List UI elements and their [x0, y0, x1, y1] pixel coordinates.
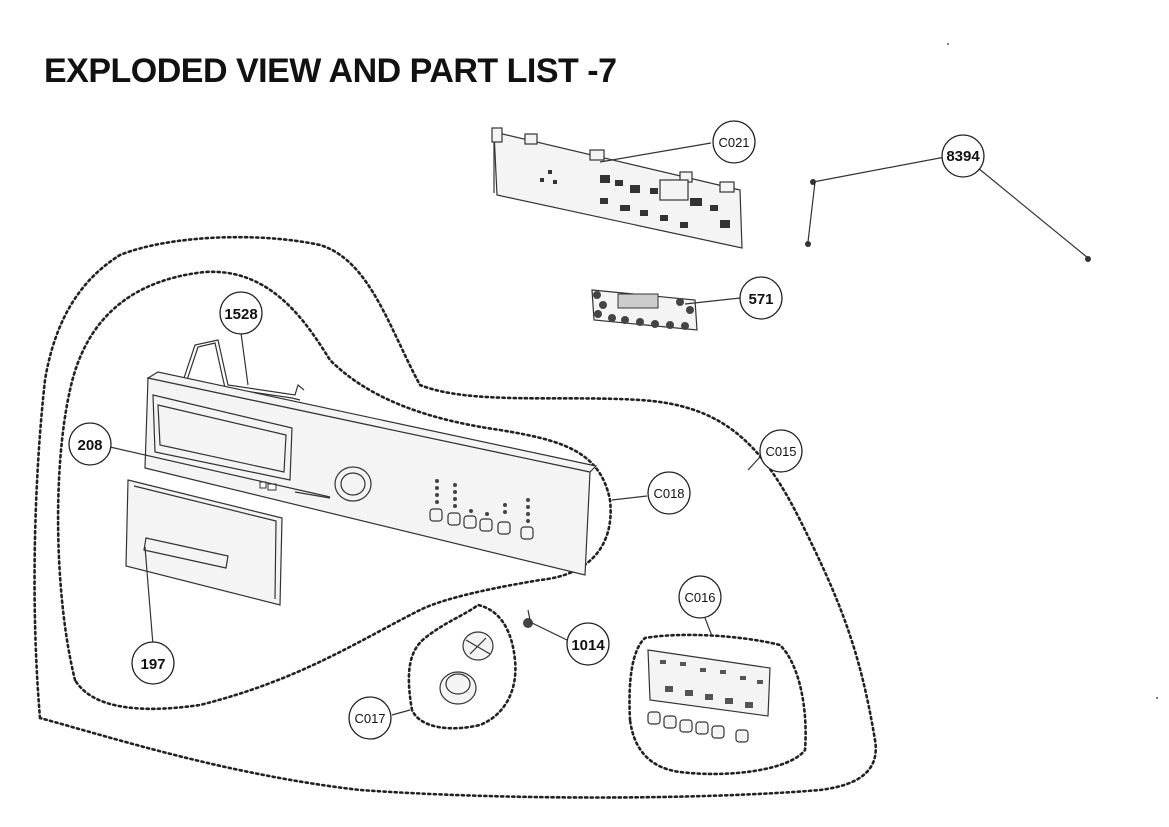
drawer-handle	[125, 479, 283, 606]
callout-c021: C021	[712, 120, 756, 164]
leader-lines	[109, 142, 761, 716]
wire-harness	[805, 156, 1091, 262]
callout-c017: C017	[348, 696, 392, 740]
group-boundary-c015	[33, 235, 878, 799]
callout-1528: 1528	[219, 291, 263, 335]
callout-c018: C018	[647, 471, 691, 515]
callout-label-c017: C017	[354, 711, 385, 726]
callout-1014: 1014	[566, 622, 610, 666]
group-boundary-c017	[407, 603, 517, 730]
callout-label-197: 197	[140, 656, 165, 673]
callout-label-1528: 1528	[224, 306, 257, 323]
callout-571: 571	[739, 276, 783, 320]
page-title: EXPLODED VIEW AND PART LIST -7	[44, 52, 617, 90]
callout-197: 197	[131, 641, 175, 685]
display-pcb	[591, 289, 698, 331]
pcb-main-board	[491, 127, 743, 249]
callout-c015: C015	[759, 429, 803, 473]
knob-assembly	[439, 631, 494, 705]
screw	[523, 609, 533, 628]
control-panel	[144, 371, 598, 576]
callout-208: 208	[68, 422, 112, 466]
callout-label-1014: 1014	[571, 637, 605, 654]
callout-label-571: 571	[748, 291, 773, 308]
callout-label-c021: C021	[718, 135, 749, 150]
callout-8394: 8394	[941, 134, 985, 178]
callout-label-8394: 8394	[946, 148, 980, 165]
callout-label-c018: C018	[653, 486, 684, 501]
button-holder	[647, 649, 771, 743]
group-boundary-c016	[628, 633, 807, 776]
group-boundary-c018	[56, 270, 612, 711]
callout-label-208: 208	[77, 437, 102, 454]
callout-c016: C016	[678, 575, 722, 619]
callout-label-c015: C015	[765, 444, 796, 459]
hook-wire	[179, 339, 305, 401]
callout-label-c016: C016	[684, 590, 715, 605]
